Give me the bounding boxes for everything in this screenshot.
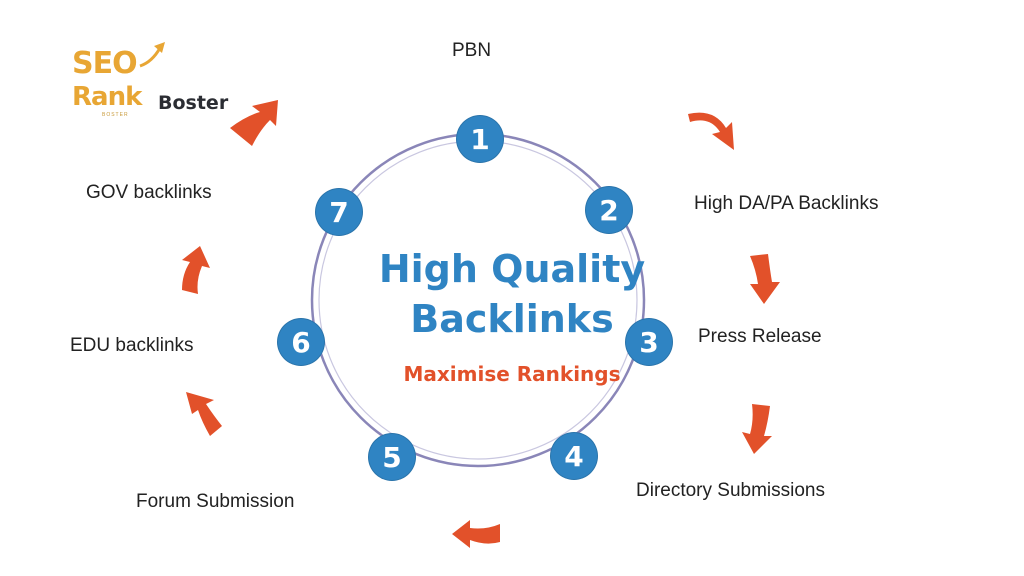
curved-arrow-icon xyxy=(186,392,222,436)
step-node-6: 6 xyxy=(278,319,324,365)
curved-arrow-icon xyxy=(230,100,278,146)
step-node-7: 7 xyxy=(316,189,362,235)
step-node-2: 2 xyxy=(586,187,632,233)
title-line-1: High Quality xyxy=(378,247,646,291)
title-line-2: Backlinks xyxy=(410,297,614,341)
step-label-7: GOV backlinks xyxy=(86,182,212,203)
center-title: High Quality Backlinks xyxy=(0,244,1024,344)
curved-arrow-icon xyxy=(688,112,734,150)
step-label-1: PBN xyxy=(452,40,492,61)
brand-logo: SEO Rank BOSTER Boster xyxy=(72,40,242,120)
step-label-2: High DA/PA Backlinks xyxy=(694,193,879,214)
curved-arrow-icon xyxy=(742,404,772,454)
logo-sub-text: BOSTER xyxy=(102,112,129,118)
curved-arrow-icon xyxy=(452,520,500,548)
step-label-4: Directory Submissions xyxy=(636,480,825,501)
curved-arrow-icon xyxy=(750,254,780,304)
step-label-6: EDU backlinks xyxy=(70,335,194,356)
step-label-5: Forum Submission xyxy=(136,491,295,512)
trend-up-arrow-icon xyxy=(139,42,165,68)
step-node-4: 4 xyxy=(551,433,597,479)
step-node-3: 3 xyxy=(626,319,672,365)
logo-rank-text: Rank xyxy=(72,82,142,112)
center-subtitle: Maximise Rankings xyxy=(403,362,621,386)
step-label-3: Press Release xyxy=(698,326,822,347)
logo-brand-text: Boster xyxy=(158,92,229,114)
step-node-1: 1 xyxy=(457,116,503,162)
logo-seo-text: SEO xyxy=(72,46,138,81)
center-subtitle-wrap: Maximise Rankings xyxy=(0,362,1024,386)
step-node-5: 5 xyxy=(369,434,415,480)
curved-arrow-icon xyxy=(182,246,210,294)
